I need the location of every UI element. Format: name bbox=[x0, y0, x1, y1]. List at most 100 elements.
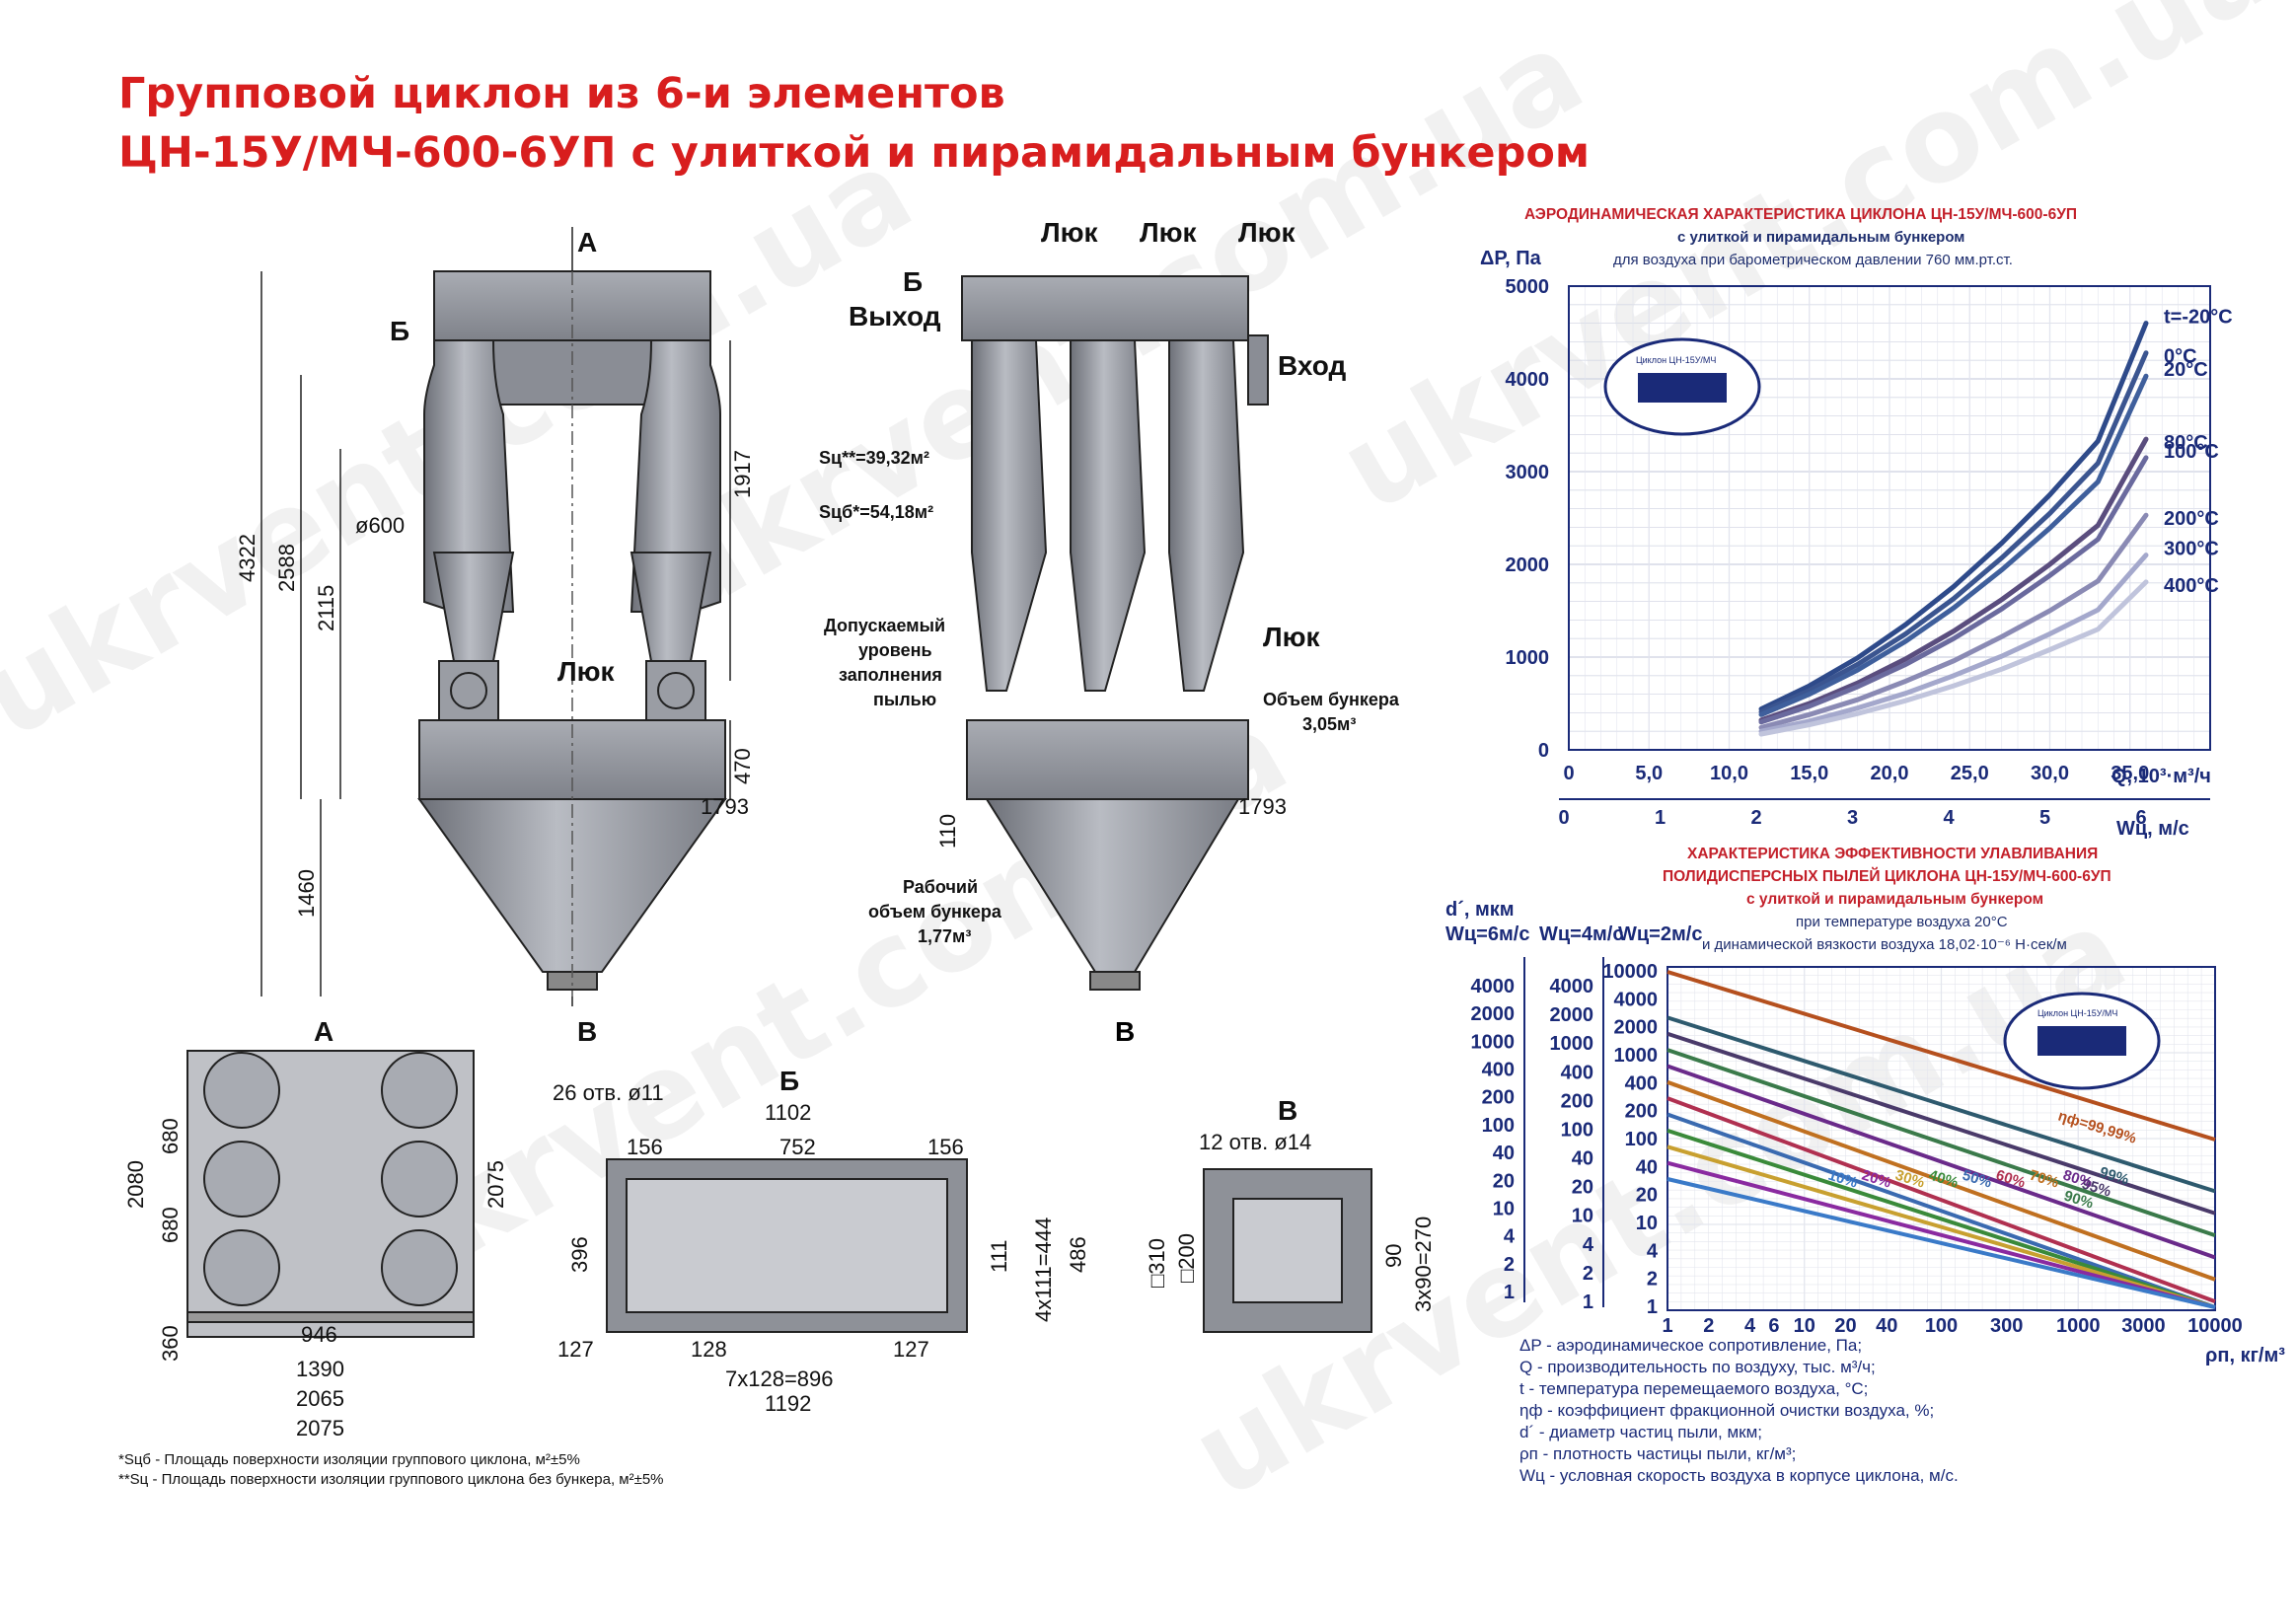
front-dia: ø600 bbox=[355, 513, 405, 538]
chart1-ytick: 5000 bbox=[1506, 276, 1550, 298]
chart1-series-label: 20°С bbox=[2164, 359, 2208, 381]
front-dim-4322: 4322 bbox=[235, 534, 259, 582]
view-b-dim-486: 486 bbox=[1066, 1236, 1090, 1273]
legend-item: d´ - диаметр частиц пыли, мкм; bbox=[1519, 1423, 1763, 1441]
work-volume-l1: Рабочий bbox=[903, 877, 978, 897]
legend-item: ΔP - аэродинамическое сопротивление, Па; bbox=[1519, 1336, 1863, 1355]
chart2-title2: ПОЛИДИСПЕРСНЫХ ПЫЛЕЙ ЦИКЛОНА ЦН-15У/МЧ-6… bbox=[1663, 867, 2111, 885]
chart2-ytick: 40 bbox=[1636, 1156, 1658, 1178]
chart2-series-line bbox=[1666, 1144, 2216, 1309]
chart2-ytick: 20 bbox=[1636, 1185, 1658, 1207]
view-b-dim-1102: 1102 bbox=[765, 1100, 811, 1125]
view-a-title: А bbox=[314, 1016, 333, 1047]
view-b-dim-752: 752 bbox=[779, 1135, 816, 1159]
chart1-x2tick: 0 bbox=[1558, 807, 1569, 829]
chart2-ytick: 200 bbox=[1625, 1101, 1658, 1123]
view-v-dim-90: 90 bbox=[1381, 1244, 1406, 1268]
chart1-ytick: 4000 bbox=[1506, 369, 1550, 391]
view-a-dim-2075h: 2075 bbox=[296, 1416, 344, 1440]
view-b bbox=[606, 1158, 968, 1333]
side-hatch-1: Люк bbox=[1041, 217, 1099, 248]
view-a-dim-2065: 2065 bbox=[296, 1386, 344, 1411]
side-hatch-2: Люк bbox=[1140, 217, 1198, 248]
view-a-dim-2080: 2080 bbox=[123, 1160, 148, 1209]
fill-level-l3: заполнения bbox=[839, 665, 942, 685]
chart2-xtick: 1000 bbox=[2056, 1315, 2101, 1337]
chart2-ytick: 2000 bbox=[1614, 1017, 1659, 1039]
chart2-ytick: 10 bbox=[1493, 1198, 1515, 1219]
chart1-ytick: 0 bbox=[1538, 740, 1549, 762]
chart1-xtick: 0 bbox=[1563, 763, 1574, 784]
chart2-xtick: 10 bbox=[1794, 1315, 1815, 1337]
side-mark-v: В bbox=[1115, 1016, 1135, 1047]
view-b-dim-396: 396 bbox=[567, 1236, 592, 1273]
front-dim-2588: 2588 bbox=[274, 544, 299, 592]
chart2-xtick: 20 bbox=[1834, 1315, 1856, 1337]
front-dim-1793: 1793 bbox=[701, 794, 749, 819]
chart2-ytick: 4000 bbox=[1550, 976, 1594, 997]
chart1-series-label: 200°С bbox=[2164, 508, 2219, 530]
chart1-series-line bbox=[1758, 455, 2149, 725]
chart2-series-line bbox=[1666, 1064, 2216, 1260]
chart2-series-label: 20% bbox=[1860, 1167, 1893, 1192]
side-hatch-3: Люк bbox=[1238, 217, 1296, 248]
chart2-sub1: с улиткой и пирамидальным бункером bbox=[1746, 891, 2043, 908]
chart2-ylabel-d: d´, мкм bbox=[1445, 899, 1515, 921]
hopper-volume-l2: 3,05м³ bbox=[1302, 714, 1356, 734]
chart2-ytick: 1000 bbox=[1614, 1045, 1659, 1067]
chart2-ytick: 4 bbox=[1504, 1226, 1516, 1248]
view-a bbox=[186, 1050, 475, 1338]
view-b-dim-896: 7x128=896 bbox=[725, 1366, 834, 1391]
legend: ΔP - аэродинамическое сопротивление, Па;… bbox=[1519, 1335, 1959, 1487]
front-dim-1917: 1917 bbox=[730, 450, 755, 498]
chart2-ytick: 200 bbox=[1482, 1087, 1515, 1109]
chart2-ytick: 2000 bbox=[1550, 1004, 1594, 1026]
legend-item: ηф - коэффициент фракционной очистки воз… bbox=[1519, 1401, 1935, 1420]
chart2-ytick: 2 bbox=[1504, 1254, 1515, 1276]
chart2-series-line bbox=[1666, 1129, 2216, 1309]
chart2-ytick: 400 bbox=[1561, 1062, 1593, 1083]
outlet-label: Выход bbox=[849, 301, 941, 332]
chart2-ytick: 20 bbox=[1493, 1170, 1515, 1192]
chart2-ytick: 100 bbox=[1482, 1115, 1515, 1137]
side-dim-110: 110 bbox=[935, 814, 960, 849]
chart2-ytick: 40 bbox=[1572, 1148, 1593, 1170]
front-dim-470: 470 bbox=[730, 748, 755, 784]
chart2-series-line bbox=[1666, 1015, 2216, 1194]
side-dim-1793: 1793 bbox=[1238, 794, 1287, 819]
chart1-series-line bbox=[1758, 512, 2149, 730]
chart1-series-line bbox=[1758, 436, 2149, 723]
chart1-series-label: 80°С bbox=[2164, 432, 2208, 454]
chart1-logo-top: Циклон ЦН-15У/МЧ bbox=[1636, 355, 1716, 365]
work-volume-l3: 1,77м³ bbox=[918, 926, 971, 946]
fill-level-l4: пылью bbox=[873, 690, 936, 709]
legend-item: Wц - условная скорость воздуха в корпусе… bbox=[1519, 1466, 1959, 1485]
chart1-sub2: для воздуха при барометрическом давлении… bbox=[1613, 252, 2013, 268]
chart1-series-label: 0°С bbox=[2164, 346, 2197, 368]
chart2-ylabel-w2: Wц=2м/с bbox=[1618, 923, 1702, 945]
view-a-dim-360: 360 bbox=[158, 1325, 183, 1362]
chart1-xtick: 25,0 bbox=[1951, 763, 1989, 784]
chart1-series-label: t=-20°С bbox=[2164, 307, 2233, 329]
chart1-ytick: 2000 bbox=[1506, 554, 1550, 576]
work-volume-l2: объем бункера bbox=[868, 902, 1002, 922]
footnotes: *Sцб - Площадь поверхности изоляции груп… bbox=[118, 1450, 664, 1490]
chart2-xtick: 4 bbox=[1744, 1315, 1756, 1337]
chart2-ylabel-w6: Wц=6м/с bbox=[1445, 923, 1529, 945]
legend-item: t - температура перемещаемого воздуха, °… bbox=[1519, 1379, 1869, 1398]
chart2-series-line bbox=[1666, 1048, 2216, 1237]
chart1-xtick: 20,0 bbox=[1871, 763, 1909, 784]
chart2-xtick: 10000 bbox=[2187, 1315, 2243, 1337]
view-v bbox=[1203, 1168, 1372, 1333]
chart2-ytick: 10000 bbox=[1602, 961, 1658, 983]
chart1: АЭРОДИНАМИЧЕСКАЯ ХАРАКТЕРИСТИКА ЦИКЛОНА … bbox=[1480, 206, 2233, 840]
chart2-xtick: 40 bbox=[1876, 1315, 1897, 1337]
chart1-ylabel: ΔP, Па bbox=[1480, 248, 1542, 269]
chart2-ytick: 4000 bbox=[1614, 989, 1659, 1010]
view-b-dim-128: 128 bbox=[691, 1337, 727, 1362]
view-b-dim-156b: 156 bbox=[927, 1135, 964, 1159]
front-dim-2115: 2115 bbox=[314, 585, 338, 631]
chart2-series-label: 10% bbox=[1826, 1167, 1860, 1192]
view-a-dim-2075v: 2075 bbox=[483, 1160, 508, 1209]
front-view bbox=[417, 270, 727, 997]
